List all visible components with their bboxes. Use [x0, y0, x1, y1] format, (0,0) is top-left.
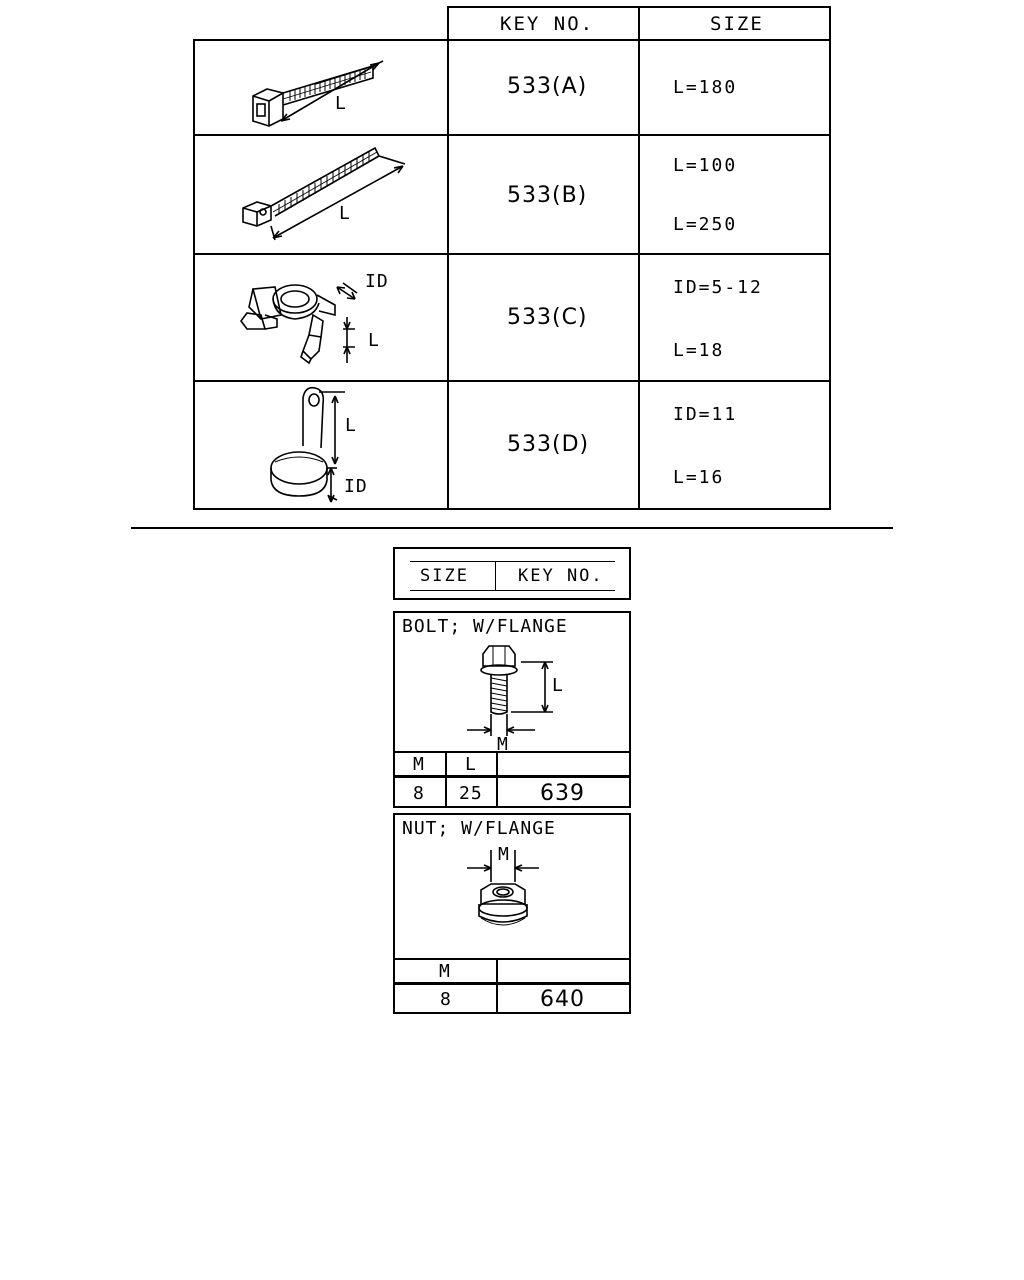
nut-title: NUT; W/FLANGE [402, 818, 556, 839]
legend-key-no-label: KEY NO. [518, 566, 604, 586]
nut-table-rule-bold [393, 982, 631, 985]
cable-tie-b-drawing [242, 146, 406, 241]
legend-separator [495, 562, 496, 590]
bolt-title: BOLT; W/FLANGE [402, 616, 568, 637]
legend-frame [393, 547, 631, 600]
dimension-l-label: L [368, 330, 380, 351]
size-value: ID=11 [673, 404, 738, 425]
header-size-label: SIZE [710, 13, 764, 35]
nut-table-rule [393, 958, 631, 960]
dimension-l-label: L [335, 93, 347, 114]
size-value: L=180 [673, 77, 738, 98]
bolt-table-col [496, 751, 498, 808]
nut-col-m: M [439, 961, 451, 982]
grid-line [193, 253, 831, 255]
dimension-id-label: ID [344, 476, 368, 497]
size-value: ID=5-12 [673, 277, 763, 298]
nut-frame [393, 813, 631, 1014]
size-value: L=250 [673, 214, 738, 235]
key-no-533d: 533(D) [507, 432, 590, 457]
size-value: L=16 [673, 467, 725, 488]
harness-clip-c-drawing [240, 282, 358, 365]
grid-line [638, 39, 640, 510]
dimension-l-label: L [339, 203, 351, 224]
nut-value-m: 8 [440, 989, 452, 1010]
bolt-col-m: M [413, 754, 425, 775]
nut-key-no: 640 [540, 987, 585, 1012]
legend-top-rule [410, 561, 615, 562]
legend-size-label: SIZE [420, 566, 469, 586]
grid-line [193, 380, 831, 382]
grid-line [447, 39, 449, 510]
bolt-key-no: 639 [540, 781, 585, 806]
cable-tie-a-drawing [252, 60, 384, 127]
size-value: L=100 [673, 155, 738, 176]
legend-bottom-rule [410, 590, 615, 591]
bolt-flange-drawing [467, 645, 553, 736]
nut-flange-drawing [467, 850, 539, 926]
size-value: L=18 [673, 340, 725, 361]
clips-table-body [193, 39, 831, 510]
section-divider [131, 527, 893, 529]
bolt-frame [393, 611, 631, 808]
dimension-l-label: L [345, 415, 357, 436]
bolt-value-l: 25 [459, 783, 483, 804]
bolt-dimension-m-label: M [497, 734, 509, 755]
bolt-table-rule [393, 751, 631, 753]
key-no-533b: 533(B) [507, 183, 588, 208]
bolt-value-m: 8 [413, 783, 425, 804]
grid-line [193, 134, 831, 136]
bolt-col-l: L [465, 754, 477, 775]
nut-dimension-m-label: M [498, 844, 510, 865]
dimension-id-label: ID [365, 271, 389, 292]
p-clamp-d-drawing [270, 386, 345, 503]
bolt-table-rule-bold [393, 775, 631, 778]
nut-table-col [496, 958, 498, 1014]
bolt-table-col [445, 751, 447, 808]
key-no-533c: 533(C) [507, 305, 588, 330]
key-no-533a: 533(A) [507, 74, 588, 99]
bolt-dimension-l-label: L [552, 675, 564, 696]
header-key-no-label: KEY NO. [500, 13, 595, 35]
